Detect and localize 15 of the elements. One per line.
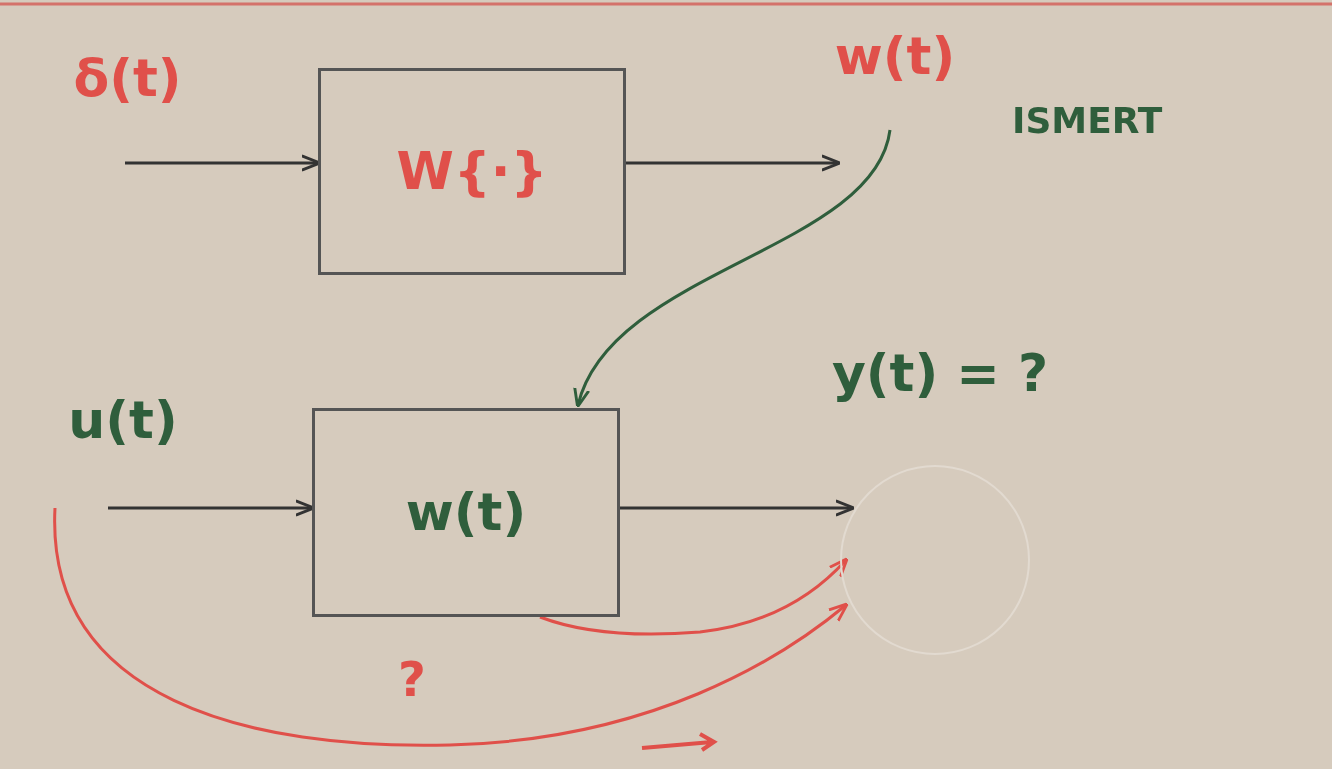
arrow (620, 499, 856, 517)
block-box (318, 68, 626, 275)
arrow (575, 129, 892, 409)
signal-label: w(t) (834, 28, 956, 86)
block-box (312, 408, 620, 617)
arrow (539, 557, 849, 636)
signal-label: u(t) (68, 392, 178, 450)
arrow (53, 507, 849, 747)
signal-label: W{·} (396, 142, 548, 201)
signal-label: w(t) (405, 483, 527, 542)
note-text: ISMERT (1012, 100, 1163, 141)
signal-label: y(t) = ? (831, 345, 1049, 403)
signal-label: δ(t) (73, 50, 182, 108)
output-circle (840, 465, 1030, 655)
arrow (626, 154, 842, 172)
